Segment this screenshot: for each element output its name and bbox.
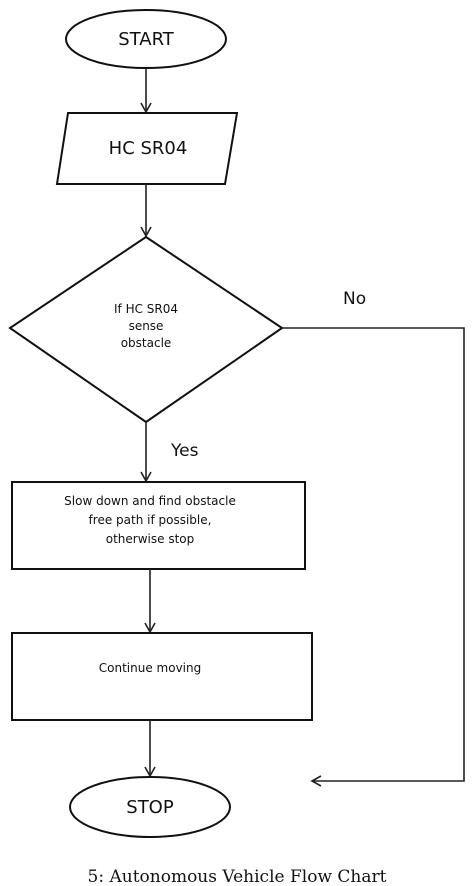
- decision-line-1: If HC SR04: [114, 302, 178, 316]
- figure-caption: 5: Autonomous Vehicle Flow Chart: [88, 867, 387, 886]
- stop-label: STOP: [126, 797, 174, 818]
- process-slow-line-1: Slow down and find obstacle: [64, 494, 236, 508]
- edge-yes-label: Yes: [170, 441, 199, 461]
- edge-no-label: No: [343, 289, 366, 309]
- process-slow-line-3: otherwise stop: [106, 532, 194, 546]
- input-label: HC SR04: [109, 138, 188, 159]
- stop-terminal: STOP: [69, 776, 231, 838]
- process-slow-down: Slow down and find obstacle free path if…: [11, 481, 306, 570]
- process-slow-line-2: free path if possible,: [89, 513, 212, 527]
- process-continue-moving: Continue moving: [11, 632, 313, 721]
- decision-line-2: sense: [129, 319, 164, 333]
- input-parallelogram: HC SR04: [55, 112, 239, 185]
- process-continue-label: Continue moving: [99, 661, 201, 675]
- arrow-no-branch: [282, 327, 465, 787]
- start-label: START: [118, 29, 175, 50]
- decision-line-3: obstacle: [121, 336, 172, 350]
- decision-diamond: If HC SR04 sense obstacle: [8, 235, 284, 424]
- start-terminal: START: [65, 9, 227, 69]
